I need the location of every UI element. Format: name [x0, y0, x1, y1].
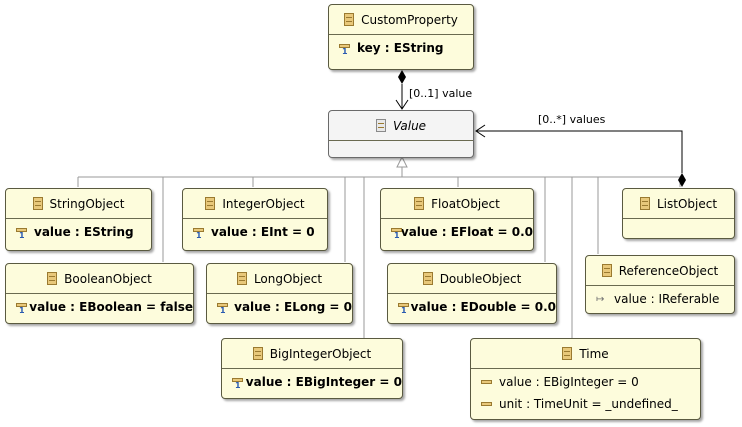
attribute-icon: 1: [193, 226, 205, 240]
class-icon: [32, 197, 43, 210]
attribute-unit: unit : TimeUnit = _undefined_: [499, 397, 678, 411]
abstract-class-icon: [375, 119, 386, 132]
class-value-abstract[interactable]: Value: [328, 110, 474, 158]
attribute-value: value : ELong = 0: [234, 300, 352, 314]
attribute-icon: 1: [16, 226, 28, 240]
class-name: CustomProperty: [361, 12, 458, 27]
class-icon: [236, 272, 247, 285]
attribute-icon: 1: [217, 301, 228, 315]
attribute-icon: 1: [398, 301, 409, 315]
attribute-value: value : EBigInteger = 0: [245, 375, 402, 389]
class-icon: [562, 347, 573, 360]
attribute-value: value : EInt = 0: [211, 225, 315, 239]
class-name: DoubleObject: [439, 271, 522, 286]
class-name: Time: [579, 346, 609, 361]
class-name: StringObject: [49, 196, 125, 211]
class-icon: [252, 347, 263, 360]
class-customproperty[interactable]: CustomProperty 1 key : EString: [328, 4, 474, 70]
class-referenceobject[interactable]: ReferenceObject ↦ value : IReferable: [585, 255, 735, 314]
class-stringobject[interactable]: StringObject 1 value : EString: [5, 188, 152, 251]
attribute-key: key : EString: [357, 41, 444, 55]
class-icon: [601, 264, 612, 277]
class-icon: [47, 272, 58, 285]
class-name: IntegerObject: [222, 196, 305, 211]
attribute-value: value : EBoolean = false: [29, 300, 193, 314]
generalization-arrowhead: [396, 155, 408, 168]
attribute-icon: 1: [232, 376, 243, 390]
attribute-icon: [481, 398, 493, 411]
class-name: BigIntegerObject: [269, 346, 372, 361]
class-icon: [422, 272, 433, 285]
class-name: ListObject: [656, 196, 718, 211]
attribute-icon: 1: [391, 226, 402, 240]
values-association: [475, 124, 683, 173]
attribute-icon: 1: [339, 42, 351, 56]
association-label-value: [0..1] value: [409, 87, 473, 100]
value-association: [395, 84, 409, 110]
class-integerobject[interactable]: IntegerObject 1 value : EInt = 0: [182, 188, 328, 251]
reference-icon: ↦: [596, 293, 605, 305]
class-name: BooleanObject: [64, 271, 152, 286]
composition-diamond-listobject: [678, 173, 686, 187]
class-name: Value: [392, 118, 427, 133]
attribute-icon: 1: [16, 301, 27, 315]
class-name: LongObject: [253, 271, 323, 286]
attribute-icon: [481, 376, 493, 389]
class-icon: [414, 197, 425, 210]
class-name: FloatObject: [431, 196, 500, 211]
attribute-value: value : EFloat = 0.0: [400, 225, 533, 239]
attribute-value: value : EString: [34, 225, 134, 239]
class-icon: [344, 13, 355, 26]
class-icon: [639, 197, 650, 210]
reference-value: value : IReferable: [614, 292, 720, 306]
class-time[interactable]: Time value : EBigInteger = 0 unit : Time…: [470, 338, 701, 420]
attribute-value: value : EBigInteger = 0: [499, 375, 639, 389]
attribute-value: value : EDouble = 0.0: [410, 300, 556, 314]
association-label-values: [0..*] values: [538, 113, 606, 126]
class-longobject[interactable]: LongObject 1 value : ELong = 0: [206, 263, 353, 324]
class-listobject[interactable]: ListObject: [622, 188, 735, 239]
composition-diamond-customproperty: [398, 70, 406, 84]
class-name: ReferenceObject: [618, 263, 719, 278]
class-icon: [205, 197, 216, 210]
